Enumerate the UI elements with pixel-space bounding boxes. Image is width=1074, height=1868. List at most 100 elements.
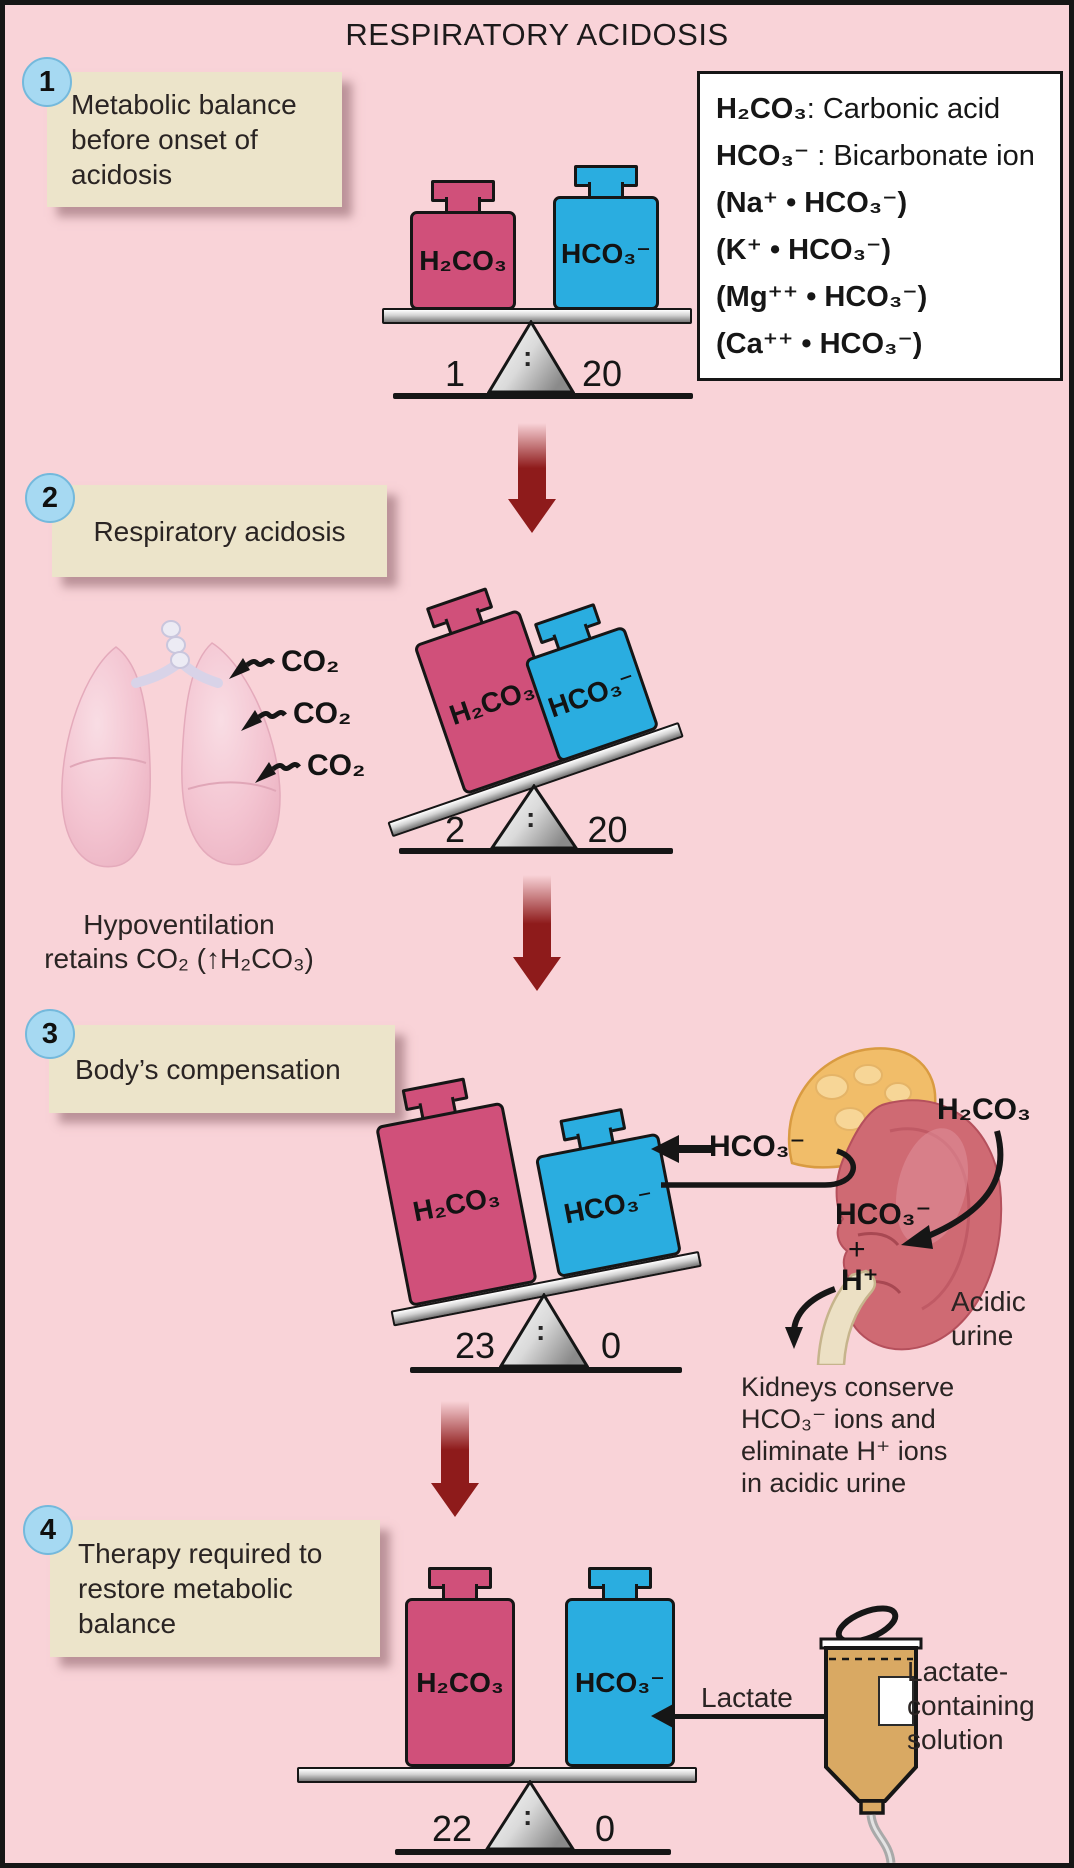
caption-line: Lactate <box>701 1682 793 1713</box>
kidney-inner-hplus: H⁺ <box>841 1264 879 1297</box>
caption-line: HCO₃⁻ ions and <box>741 1404 936 1434</box>
ground-line <box>395 1849 671 1855</box>
caption-line: Hypoventilation <box>83 909 275 940</box>
lactate-solution-caption: Lactate- containing solution <box>907 1655 1035 1757</box>
hco3-to-scale-label: HCO₃⁻ <box>709 1130 806 1163</box>
co2-arrow-icon <box>229 658 275 679</box>
ground-line <box>410 1367 682 1373</box>
iv-bag-illustration <box>819 1605 923 1863</box>
kidney-inner-hco3: HCO₃⁻ <box>835 1198 932 1231</box>
kidney-inner-plus: + <box>848 1233 866 1266</box>
step-3-badge: 3 <box>25 1009 75 1059</box>
weight-body: H₂CO₃ <box>405 1598 515 1767</box>
ratio-left-value: 22 <box>431 1808 473 1849</box>
weight-label: HCO₃⁻ <box>544 664 640 724</box>
ratio-right-value: 20 <box>587 809 628 850</box>
caption-line: Lactate- <box>907 1656 1009 1687</box>
note-line: Respiratory acidosis <box>93 515 346 547</box>
weight-label: H₂CO₃ <box>410 1180 503 1228</box>
hco3-weight: HCO₃⁻ <box>565 1567 675 1767</box>
weight-label: HCO₃⁻ <box>561 237 651 269</box>
weight-body: H₂CO₃ <box>410 211 516 310</box>
ratio-left-value: 1 <box>444 353 466 394</box>
legend-line: (Ca⁺⁺ • HCO₃⁻) <box>716 321 1054 368</box>
weight-label: HCO₃⁻ <box>561 1181 656 1230</box>
note-line: restore metabolic <box>78 1573 293 1604</box>
legend-line: (Mg⁺⁺ • HCO₃⁻) <box>716 274 1054 321</box>
acidic-urine-label: Acidic urine <box>951 1285 1026 1353</box>
scale-fulcrum <box>499 1293 589 1368</box>
legend-formula: H₂CO₃ <box>716 93 807 125</box>
scale-beam <box>382 308 692 324</box>
caption-line: solution <box>907 1724 1004 1755</box>
scale-fulcrum <box>487 320 575 394</box>
ground-line <box>399 848 673 854</box>
scale-beam <box>297 1767 697 1783</box>
ureter <box>816 1269 877 1365</box>
legend-formula: (Na⁺ • HCO₃⁻) <box>716 187 908 219</box>
ratio-colon: : <box>536 1315 546 1346</box>
ratio-colon: : <box>526 802 536 833</box>
caption-line: containing <box>907 1690 1035 1721</box>
kidneys-caption: Kidneys conserve HCO₃⁻ ions and eliminat… <box>741 1371 954 1499</box>
weight-body: H₂CO₃ <box>375 1101 538 1307</box>
lactate-label: Lactate <box>701 1681 793 1715</box>
note-line: before onset of <box>71 124 258 155</box>
step-4-badge: 4 <box>23 1505 73 1555</box>
step-3-note: Body’s compensation <box>49 1025 395 1113</box>
note-line: balance <box>78 1608 177 1639</box>
legend-desc: : Carbonic acid <box>806 93 1001 125</box>
iv-bag-label <box>878 1676 914 1726</box>
legend-box: H₂CO₃: Carbonic acid HCO₃⁻ : Bicarbonate… <box>697 71 1063 381</box>
caption-line: urine <box>951 1320 1014 1351</box>
weight-label: H₂CO₃ <box>419 244 507 276</box>
weight-stem <box>445 197 481 215</box>
down-arrow-icon <box>508 499 556 533</box>
co2-label: CO₂ <box>281 645 340 678</box>
step-2-badge: 2 <box>25 473 75 523</box>
step-1-badge: 1 <box>22 57 72 107</box>
note-line: acidosis <box>71 159 173 190</box>
legend-line: (Na⁺ • HCO₃⁻) <box>716 180 1054 227</box>
weight-body: HCO₃⁻ <box>553 196 659 310</box>
weight-stem <box>442 1584 478 1602</box>
down-arrow-icon <box>523 875 551 959</box>
weight-stem <box>588 182 624 200</box>
weight-label: H₂CO₃ <box>416 1666 504 1698</box>
iv-bag-hanger-loop <box>835 1605 899 1645</box>
legend-formula: HCO₃⁻ <box>716 140 810 172</box>
lactate-arrow-icon <box>651 1703 675 1729</box>
down-arrow-icon <box>441 1401 469 1485</box>
step-2-note: Respiratory acidosis <box>52 485 387 577</box>
legend-formula: (Mg⁺⁺ • HCO₃⁻) <box>716 281 928 313</box>
legend-line: HCO₃⁻ : Bicarbonate ion <box>716 133 1054 180</box>
ratio-right-value: 0 <box>594 1808 616 1849</box>
legend-formula: (K⁺ • HCO₃⁻) <box>716 234 891 266</box>
down-arrow-icon <box>513 957 561 991</box>
step-1-note: Metabolic balance before onset of acidos… <box>47 72 342 207</box>
caption-line: Kidneys conserve <box>741 1372 955 1402</box>
ratio-right-value: 0 <box>600 1325 622 1366</box>
h2co3-weight: H₂CO₃ <box>410 180 516 310</box>
legend-formula: (Ca⁺⁺ • HCO₃⁻) <box>716 328 923 360</box>
hco3-weight: HCO₃⁻ <box>553 165 659 310</box>
co2-arrow-icon <box>255 762 301 783</box>
weight-label: H₂CO₃ <box>445 672 539 731</box>
co2-arrow-icon <box>241 710 287 731</box>
page-title: RESPIRATORY ACIDOSIS <box>345 17 729 52</box>
h2co3-weight: H₂CO₃ <box>405 1567 515 1767</box>
ground-line <box>393 393 693 399</box>
ratio-left-value: 2 <box>444 809 466 850</box>
lactate-arrow-line <box>673 1714 849 1719</box>
note-line: Therapy required to <box>78 1538 323 1569</box>
step-4-note: Therapy required to restore metabolic ba… <box>50 1520 380 1657</box>
kidney-flow-arrows <box>651 1130 1004 1349</box>
note-line: Metabolic balance <box>71 89 297 120</box>
caption-line: in acidic urine <box>741 1468 907 1498</box>
legend-desc: : Bicarbonate ion <box>809 140 1035 172</box>
caption-line: eliminate H⁺ ions <box>741 1436 948 1466</box>
kidney-illustration <box>787 1047 1003 1365</box>
ratio-colon: : <box>523 341 533 372</box>
weight-body: HCO₃⁻ <box>565 1598 675 1767</box>
